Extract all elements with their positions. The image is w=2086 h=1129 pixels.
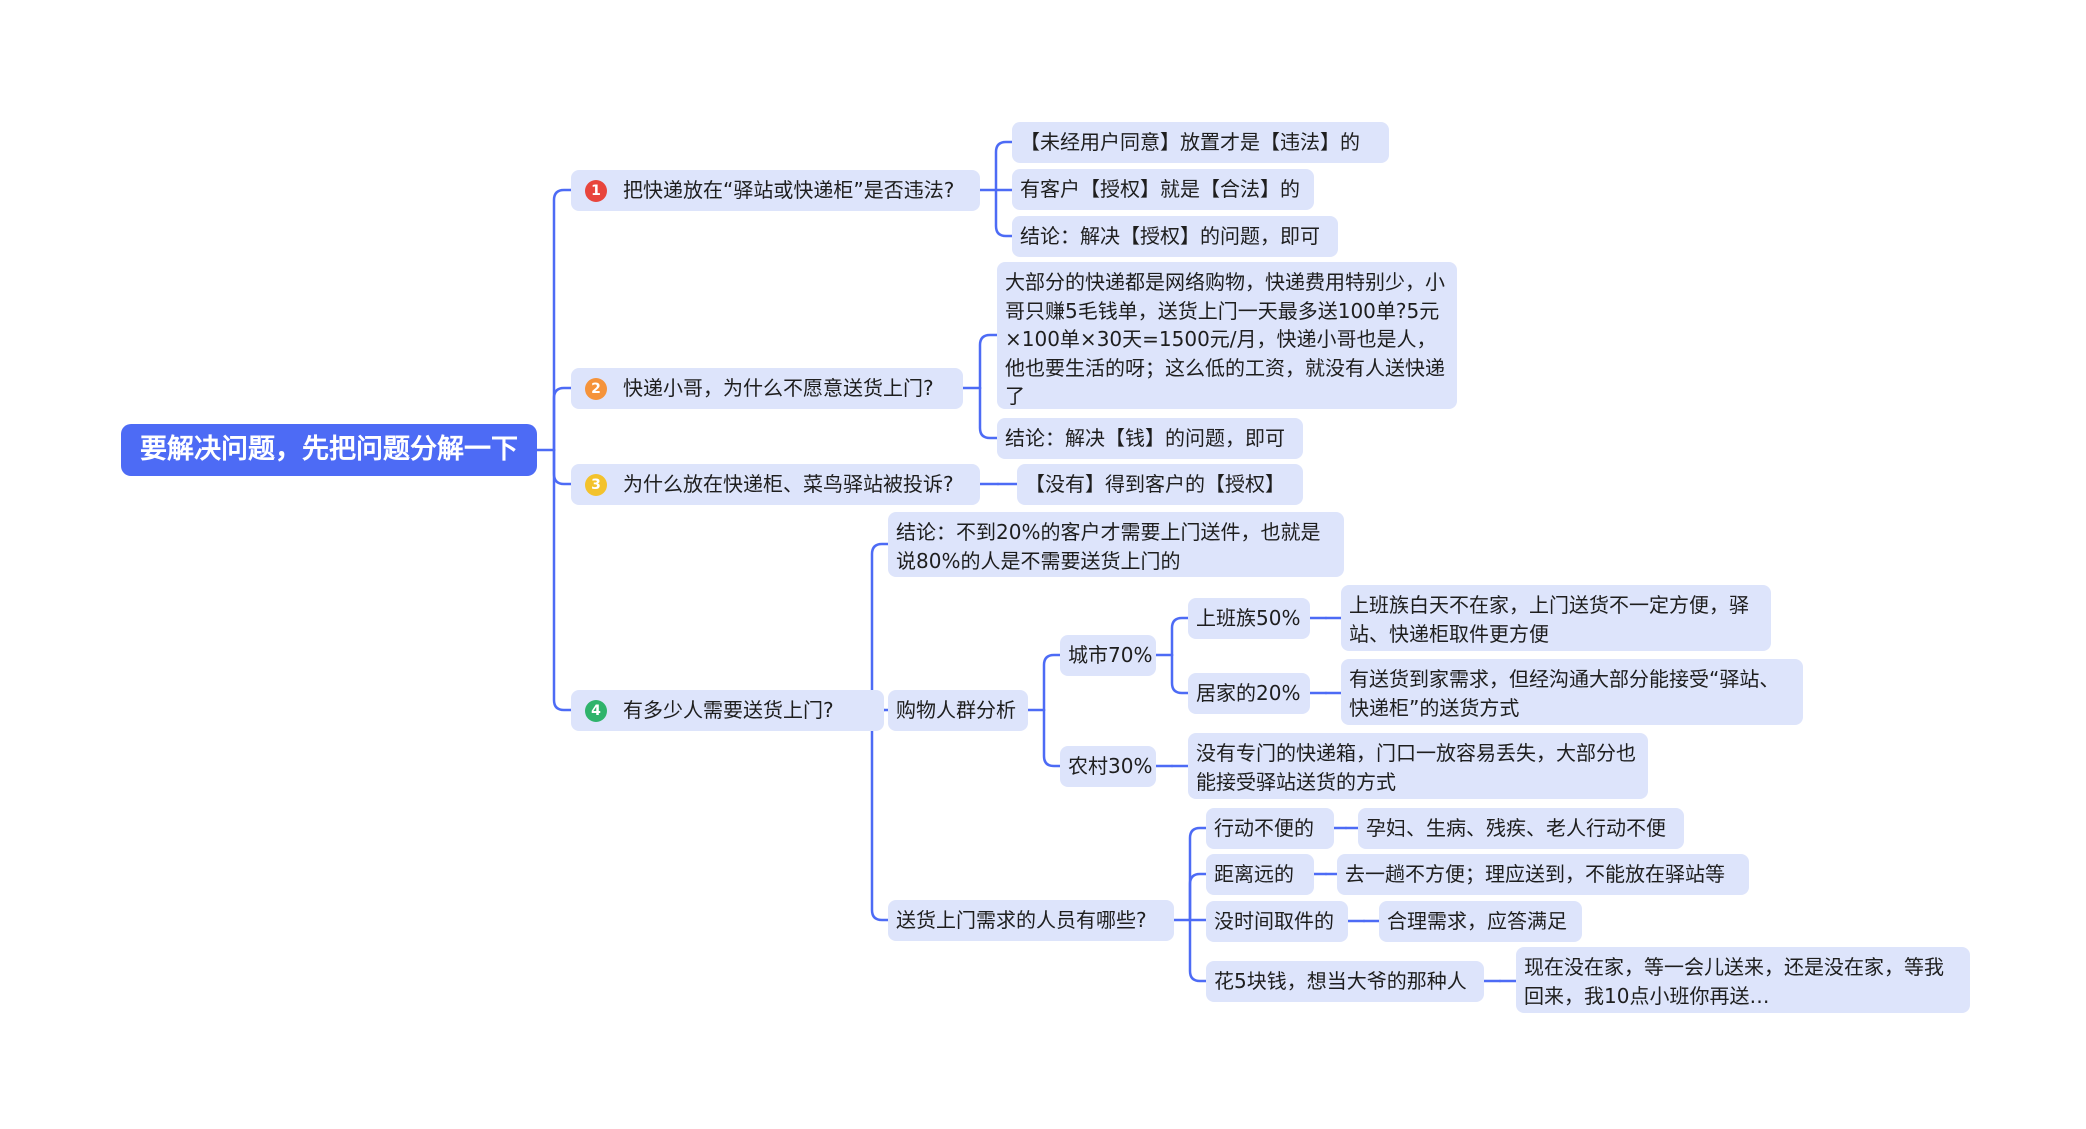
branch-3-topic[interactable]: 3 为什么放在快递柜、菜鸟驿站被投诉? [571, 464, 980, 505]
number-badge-2: 2 [585, 378, 607, 400]
branch-4-topic[interactable]: 4 有多少人需要送货上门? [571, 690, 884, 731]
branch-3-label: 为什么放在快递柜、菜鸟驿站被投诉? [623, 472, 954, 496]
branch-2-label: 快递小哥，为什么不愿意送货上门? [623, 376, 934, 400]
rural-desc[interactable]: 没有专门的快递箱，门口一放容易丢失，大部分也能接受驿站送货的方式 [1188, 733, 1648, 799]
branch-2-child-2[interactable]: 结论：解决【钱】的问题，即可 [997, 418, 1303, 459]
branch-1-child-1[interactable]: 【未经用户同意】放置才是【违法】的 [1012, 122, 1389, 163]
number-badge-4: 4 [585, 700, 607, 722]
home-desc[interactable]: 有送货到家需求，但经沟通大部分能接受“驿站、快递柜”的送货方式 [1341, 659, 1803, 725]
branch-2-topic[interactable]: 2 快递小哥，为什么不愿意送货上门? [571, 368, 963, 409]
branch-3-child-1[interactable]: 【没有】得到客户的【授权】 [1017, 464, 1303, 505]
branch-2-child-1[interactable]: 大部分的快递都是网络购物，快递费用特别少，小哥只赚5毛钱单，送货上门一天最多送1… [997, 262, 1457, 409]
rural-topic[interactable]: 农村30% [1060, 746, 1156, 787]
demand-item-1[interactable]: 行动不便的 [1206, 808, 1334, 849]
branch-1-child-2[interactable]: 有客户【授权】就是【合法】的 [1012, 169, 1314, 210]
branch-4-label: 有多少人需要送货上门? [623, 698, 834, 722]
demand-item-4[interactable]: 花5块钱，想当大爷的那种人 [1206, 961, 1484, 1002]
branch-1-topic[interactable]: 1 把快递放在“驿站或快递柜”是否违法? [571, 170, 980, 211]
office-worker-topic[interactable]: 上班族50% [1188, 598, 1310, 639]
demand-item-2[interactable]: 距离远的 [1206, 854, 1314, 895]
office-worker-desc[interactable]: 上班族白天不在家，上门送货不一定方便，驿站、快递柜取件更方便 [1341, 585, 1771, 651]
shopping-analysis-topic[interactable]: 购物人群分析 [888, 690, 1028, 731]
number-badge-3: 3 [585, 474, 607, 496]
number-badge-1: 1 [585, 180, 607, 202]
branch-1-label: 把快递放在“驿站或快递柜”是否违法? [623, 178, 955, 202]
demand-item-2-desc[interactable]: 去一趟不方便；理应送到，不能放在驿站等 [1337, 854, 1749, 895]
branch-1-child-3[interactable]: 结论：解决【授权】的问题，即可 [1012, 216, 1338, 257]
branch-4-conclusion[interactable]: 结论：不到20%的客户才需要上门送件，也就是说80%的人是不需要送货上门的 [888, 512, 1344, 577]
demand-item-4-desc[interactable]: 现在没在家，等一会儿送来，还是没在家，等我回来，我10点小班你再送… [1516, 947, 1970, 1013]
demand-item-1-desc[interactable]: 孕妇、生病、残疾、老人行动不便 [1358, 808, 1684, 849]
delivery-demand-topic[interactable]: 送货上门需求的人员有哪些? [888, 900, 1174, 941]
root-topic[interactable]: 要解决问题，先把问题分解一下 [121, 424, 537, 476]
demand-item-3-desc[interactable]: 合理需求，应答满足 [1379, 901, 1582, 942]
demand-item-3[interactable]: 没时间取件的 [1206, 901, 1348, 942]
city-topic[interactable]: 城市70% [1060, 635, 1156, 676]
home-topic[interactable]: 居家的20% [1188, 673, 1310, 714]
